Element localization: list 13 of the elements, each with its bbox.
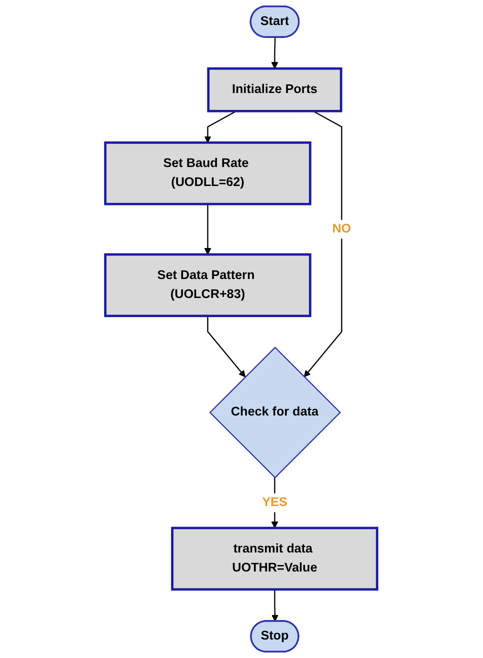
node-box: Initialize Ports xyxy=(207,67,343,112)
node-diamond: Check for data xyxy=(209,346,342,478)
arrow xyxy=(272,37,278,69)
node-box: Set Data Pattern (UOLCR+83) xyxy=(104,253,312,318)
arrow xyxy=(272,589,279,622)
node-box: transmit data UOTHR=Value xyxy=(171,526,379,591)
node-box: Set Baud Rate (UODLL=62) xyxy=(104,141,312,206)
arrow xyxy=(207,316,246,378)
arrow xyxy=(304,110,343,378)
arrow xyxy=(204,204,212,255)
edge-label: NO xyxy=(332,222,352,236)
edge-label: YES xyxy=(262,496,288,510)
arrow xyxy=(204,110,237,143)
